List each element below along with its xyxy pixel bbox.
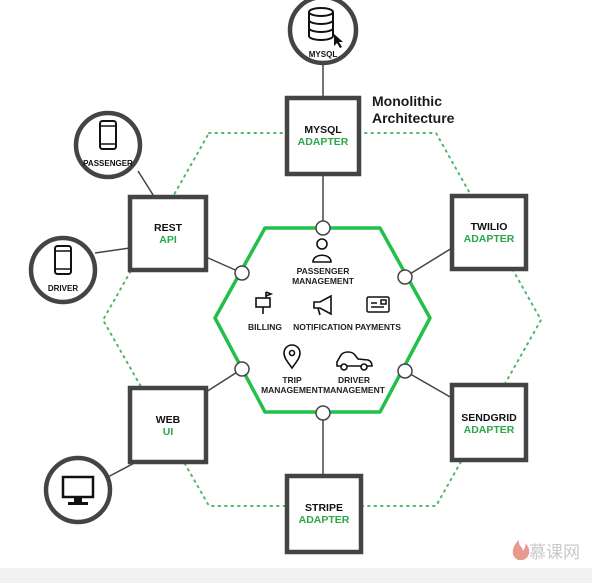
adapter-stripe-kind: ADAPTER [299,514,350,526]
module-passenger-line1: PASSENGER [297,266,350,276]
adapter-sendgrid-name: SENDGRID [461,412,517,424]
module-billing-label: BILLING [248,322,282,332]
adapter-mysql-kind: ADAPTER [298,136,349,148]
adapter-web: WEB UI [127,385,209,465]
adapter-web-name: WEB [156,414,181,426]
module-driver-line1: DRIVER [338,375,370,385]
diagram-title-line1: Monolithic [372,93,442,109]
mailbox-icon [255,291,274,314]
watermark-text: 慕课网 [529,543,580,563]
cursor-icon [334,34,343,48]
adapter-sendgrid: SENDGRID ADAPTER [449,382,529,463]
phone-icon [54,245,72,275]
module-driver-management: DRIVER MANAGEMENT [323,351,386,395]
database-icon [308,7,334,41]
adapter-stripe: STRIPE ADAPTER [284,473,364,555]
module-notification-label: NOTIFICATION [293,322,353,332]
map-pin-icon [283,344,301,370]
adapter-rest-kind: API [159,234,177,246]
module-trip-line2: MANAGEMENT [261,385,324,395]
watermark: 慕课网 [512,540,580,563]
mysql-label: MYSQL [309,50,338,59]
bottom-bar [0,568,592,583]
adapter-rest-name: REST [154,222,183,234]
adapter-web-kind: UI [163,426,174,438]
module-passenger-management: PASSENGER MANAGEMENT [292,238,355,286]
passenger-label: PASSENGER [83,159,133,168]
credit-card-icon [366,296,390,313]
module-payments: PAYMENTS [355,296,401,332]
person-icon [312,238,332,263]
driver-node: DRIVER [28,235,98,305]
adapter-twilio-name: TWILIO [471,221,508,233]
outer-hexagon [101,132,543,507]
module-driver-line2: MANAGEMENT [323,385,386,395]
adapter-mysql-name: MYSQL [304,124,342,136]
megaphone-icon [313,294,332,316]
monitor-icon [61,475,95,505]
adapter-mysql: MYSQL ADAPTER [284,95,362,177]
adapter-rest: REST API [127,194,209,273]
module-trip-management: TRIP MANAGEMENT [261,344,324,395]
module-trip-line1: TRIP [282,375,302,385]
adapter-twilio-kind: ADAPTER [464,233,515,245]
car-icon [336,351,373,371]
mysql-node: MYSQL [287,0,359,66]
diagram-title-line2: Architecture [372,110,455,126]
adapter-twilio: TWILIO ADAPTER [449,193,529,272]
phone-icon [99,120,117,150]
core-hexagon [213,226,432,414]
web-client-node [43,455,113,525]
adapter-stripe-name: STRIPE [305,502,343,514]
module-passenger-line2: MANAGEMENT [292,276,355,286]
flame-icon [512,540,530,560]
module-billing: BILLING [248,291,282,332]
module-notification: NOTIFICATION [293,294,353,332]
driver-label: DRIVER [48,284,78,293]
passenger-node: PASSENGER [73,110,143,180]
module-payments-label: PAYMENTS [355,322,401,332]
ports [234,220,413,421]
adapter-sendgrid-kind: ADAPTER [464,424,515,436]
